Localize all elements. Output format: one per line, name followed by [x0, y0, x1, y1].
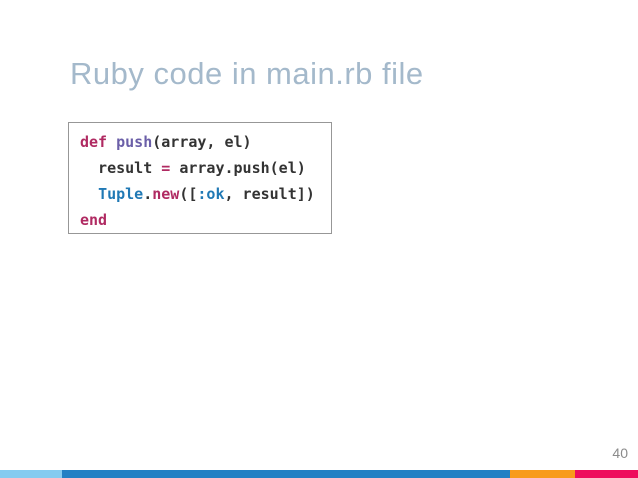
code-token-constant: :ok [197, 185, 225, 203]
code-token-keyword: end [80, 211, 108, 229]
footer-segment-light-blue [0, 470, 62, 478]
code-token-keyword: def [80, 133, 108, 151]
code-token-plain: , result]) [224, 185, 315, 203]
page-number: 40 [612, 445, 628, 461]
code-content: def push(array, el) result = array.push(… [69, 123, 331, 233]
footer-segment-orange [510, 470, 575, 478]
code-block: def push(array, el) result = array.push(… [68, 122, 332, 234]
code-token-plain: . [143, 185, 153, 203]
code-token-keyword: new [152, 185, 180, 203]
code-token-plain: array.push(el) [170, 159, 306, 177]
slide-title: Ruby code in main.rb file [70, 56, 424, 91]
code-token-keyword: = [161, 159, 171, 177]
footer-segment-red [575, 470, 638, 478]
code-token-plain: (array, el) [152, 133, 252, 151]
footer-segment-blue [62, 470, 510, 478]
code-token-plain [80, 185, 98, 203]
code-line: result = array.push(el) [80, 155, 331, 181]
code-line: end [80, 207, 331, 233]
code-token-plain: ([ [179, 185, 198, 203]
code-line: Tuple.new([:ok, result]) [80, 181, 331, 207]
footer-accent-bar [0, 470, 638, 478]
code-token-function: push [116, 133, 153, 151]
code-token-constant: Tuple [98, 185, 144, 203]
code-line: def push(array, el) [80, 129, 331, 155]
code-token-plain: result [80, 159, 162, 177]
code-token-plain [107, 133, 116, 151]
